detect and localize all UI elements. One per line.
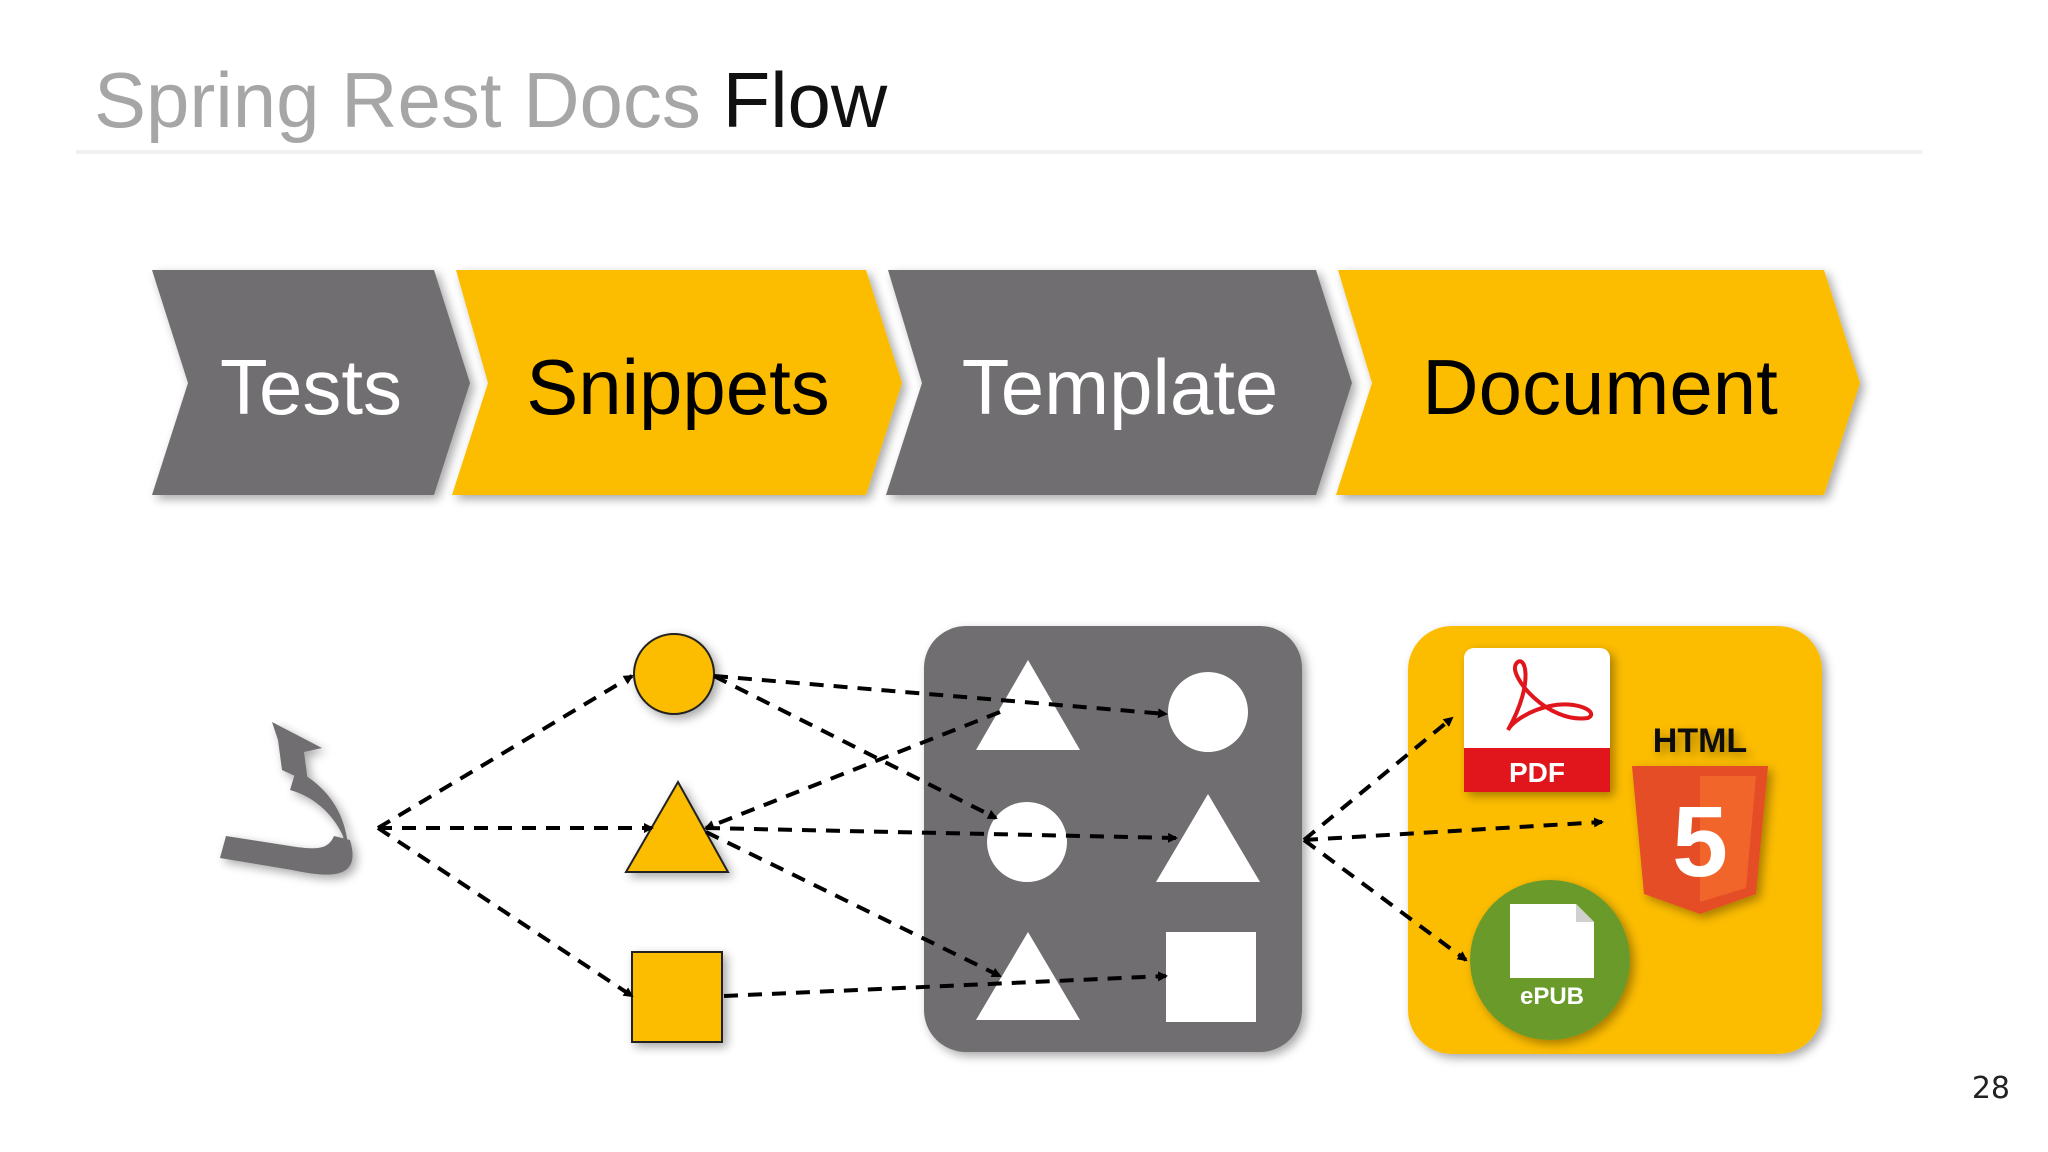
title-divider [76,150,1922,154]
chevron-document: Document [1336,270,1860,495]
pdf-icon-label: PDF [1509,757,1565,788]
epub-icon: ePUB [1470,880,1630,1040]
template-circle-top [1168,672,1248,752]
html5-icon: HTML 5 [1632,722,1768,914]
snippet-circle [633,633,715,715]
epub-icon-band [1510,978,1594,1012]
epub-icon-fold [1576,904,1594,922]
chevron-snippets-shape [452,270,902,495]
chevron-template-label: Template [962,343,1279,431]
template-triangle-bottom [976,932,1080,1020]
arrow-snippet-triangle-to-template-triangle-bottom [705,830,1002,978]
template-triangle-middle [1156,794,1260,882]
chevron-snippets: Snippets [452,270,902,495]
chevron-document-shape [1336,270,1860,495]
pdf-acrobat-mark [1506,659,1594,732]
page-number: 28 [1971,1071,2010,1106]
chevron-tests-shape [152,270,470,495]
chevron-template-shape [886,270,1352,495]
chevron-tests: Tests [152,270,470,495]
pdf-icon-band [1464,748,1610,792]
snippet-shapes [624,633,730,1043]
arrow-tests-to-square [376,826,634,998]
arrow-circle-to-template-circle-mid [713,674,998,820]
html5-icon-label: HTML [1653,722,1747,760]
html5-shield-highlight [1700,776,1756,902]
title-part-dark: Flow [722,56,888,144]
arrow-template-to-pdf [1302,716,1454,842]
html5-digit: 5 [1672,786,1728,898]
title-part-light: Spring Rest Docs [94,56,701,144]
template-square [1166,932,1256,1022]
chevron-snippets-label: Snippets [526,343,830,431]
arrow-tests-to-circle [376,674,634,830]
arrow-template-triangle-to-snippet-triangle [704,710,1001,830]
arrow-square-to-template-square [723,971,1168,998]
pdf-icon: PDF [1464,648,1610,792]
template-circle-middle [987,802,1067,882]
arrow-template-to-epub [1302,838,1468,962]
chevron-document-label: Document [1422,343,1778,431]
dashed-arrows [376,674,1604,998]
slide-title: Spring Rest Docs Flow [94,52,887,148]
epub-icon-label: ePUB [1520,983,1584,1010]
chevron-template: Template [886,270,1352,495]
template-triangle-top [976,660,1080,750]
arrow-template-to-html5 [1303,817,1604,842]
arrow-circle-to-template-circle [713,674,1168,719]
curved-arrow-body [290,770,349,868]
chevron-tests-label: Tests [220,343,402,431]
curved-arrow-tail [220,836,353,875]
template-panel [924,626,1302,1052]
curved-arrow-icon [220,722,353,875]
document-panel: PDF HTML 5 ePUB [1408,626,1822,1054]
curved-arrow-head [272,722,322,782]
arrow-snippet-triangle-to-template-triangle [705,826,1178,843]
snippet-square [631,951,723,1043]
process-chevrons: Tests Snippets Template Document [152,270,1860,495]
